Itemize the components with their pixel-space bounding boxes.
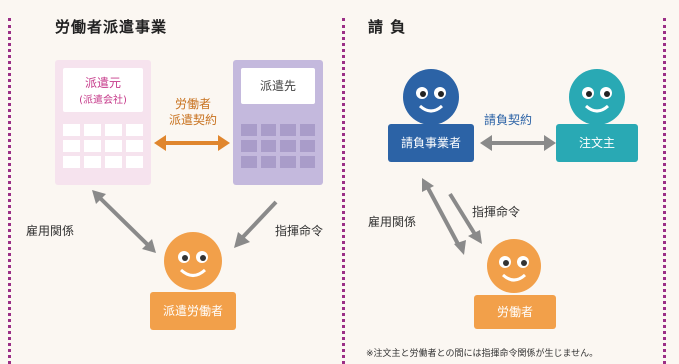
- arrow-icon: [448, 192, 482, 244]
- right-border: [663, 18, 666, 364]
- double-arrow-icon: [92, 190, 156, 253]
- building-icon: 派遣先: [233, 60, 323, 185]
- worker-label: 労働者: [496, 305, 533, 319]
- left-border: [8, 18, 11, 364]
- dispatch-contract-label: 労働者 派遣契約: [168, 97, 217, 127]
- client-box: 注文主: [556, 124, 638, 162]
- dispatch-worker-label: 派遣労働者: [162, 304, 223, 318]
- center-divider: [342, 18, 345, 364]
- person-smiley-icon: [164, 232, 222, 290]
- building-icon: 派遣元 (派遣会社): [55, 60, 151, 185]
- person-smiley-icon: [569, 69, 625, 125]
- building-windows: [241, 124, 315, 168]
- person-smiley-icon: [487, 239, 541, 293]
- double-arrow-icon: [422, 178, 466, 255]
- employment-relation-label: 雇用関係: [368, 215, 417, 229]
- contract-label: 請負契約: [484, 113, 533, 127]
- contractor-label: 請負事業者: [400, 136, 461, 150]
- person-smiley-icon: [403, 69, 459, 125]
- worker-box: 労働者: [474, 295, 556, 329]
- panel-title-contracting: 請 負: [368, 18, 407, 36]
- client-label: 注文主: [578, 136, 615, 150]
- command-label: 指揮命令: [472, 205, 521, 219]
- footnote: ※注文主と労働者との間には指揮命令関係が生じません。: [366, 349, 599, 359]
- command-label: 指揮命令: [275, 224, 324, 238]
- building-windows: [63, 124, 143, 168]
- arrow-icon: [234, 200, 278, 248]
- double-arrow-icon: [480, 135, 556, 151]
- dispatch-origin-sublabel: (派遣会社): [79, 95, 127, 106]
- contractor-box: 請負事業者: [388, 124, 474, 162]
- double-arrow-icon: [154, 135, 230, 151]
- dispatch-dest-label: 派遣先: [259, 79, 296, 93]
- panel-title-dispatch: 労働者派遣事業: [55, 18, 168, 36]
- dispatch-worker-box: 派遣労働者: [150, 292, 236, 330]
- employment-relation-label: 雇用関係: [26, 224, 75, 238]
- dispatch-origin-label: 派遣元: [84, 76, 121, 90]
